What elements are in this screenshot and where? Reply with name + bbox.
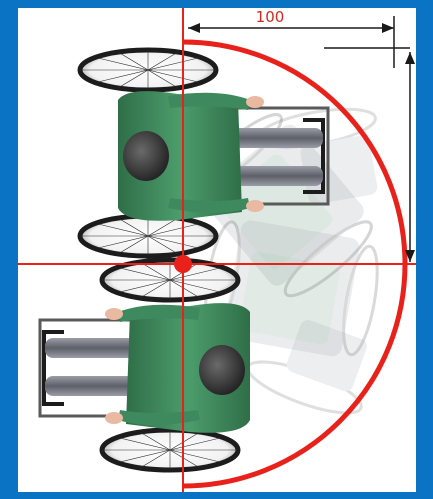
wheelchair-turning-diagram: 100 100 <box>18 8 416 492</box>
horizontal-dimension-label: 100 <box>256 8 285 26</box>
ghost-wheelchair-2 <box>204 220 379 357</box>
head-bottom <box>199 345 245 395</box>
head-top <box>123 131 169 181</box>
diagram-panel: 100 100 <box>18 8 416 492</box>
vertical-dimension: 100 <box>324 47 415 262</box>
wheelchair-top <box>77 47 330 259</box>
horizontal-dimension: 100 <box>188 8 395 68</box>
wheelchair-bottom <box>38 257 250 473</box>
pivot-point <box>174 255 192 273</box>
torso-bottom <box>126 303 250 433</box>
torso-top <box>118 91 242 221</box>
